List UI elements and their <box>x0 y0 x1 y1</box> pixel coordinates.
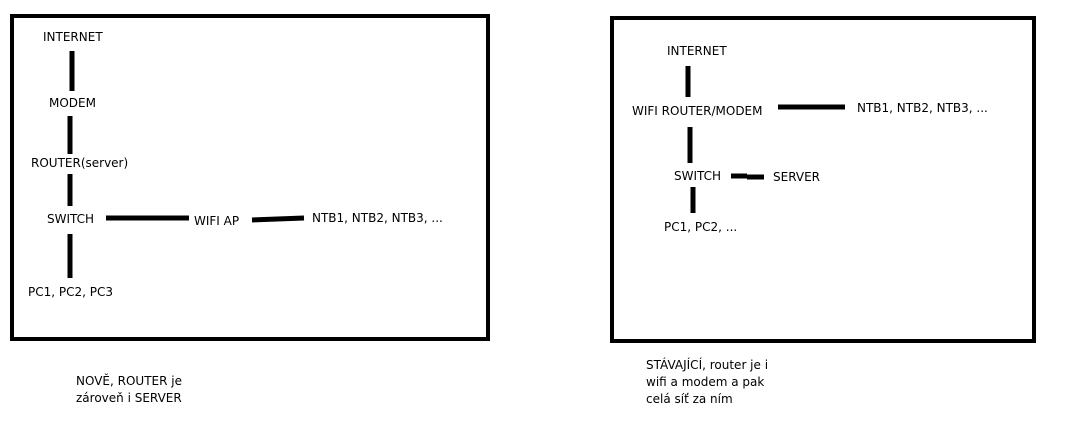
caption-line: wifi a modem a pak <box>646 375 765 389</box>
link-wifi-ap-notebooks <box>251 215 305 223</box>
node-internet: INTERNET <box>667 44 727 58</box>
node-notebooks: NTB1, NTB2, NTB3, ... <box>857 101 988 115</box>
caption-line: STÁVAJÍCÍ, router je i <box>646 358 769 372</box>
caption-line: celá síť za ním <box>646 392 733 406</box>
node-notebooks: NTB1, NTB2, NTB3, ... <box>312 211 443 225</box>
node-pcs: PC1, PC2, ... <box>664 220 738 234</box>
left-diagram-frame <box>10 14 490 341</box>
node-wifi-router-modem: WIFI ROUTER/MODEM <box>632 104 763 118</box>
node-internet: INTERNET <box>43 30 103 44</box>
node-router: ROUTER(server) <box>31 156 129 170</box>
right-caption: STÁVAJÍCÍ, router je i wifi a modem a pa… <box>646 357 768 408</box>
right-diagram-frame <box>610 16 1036 343</box>
caption-line: NOVĚ, ROUTER je <box>76 374 182 388</box>
node-switch: SWITCH <box>47 212 95 226</box>
caption-line: zároveň i SERVER <box>76 391 182 405</box>
left-caption: NOVĚ, ROUTER je zároveň i SERVER <box>76 373 182 407</box>
node-switch: SWITCH <box>674 169 722 183</box>
node-wifi-ap: WIFI AP <box>194 214 240 228</box>
node-pcs: PC1, PC2, PC3 <box>28 285 114 299</box>
node-server: SERVER <box>773 170 821 184</box>
node-modem: MODEM <box>49 96 96 110</box>
